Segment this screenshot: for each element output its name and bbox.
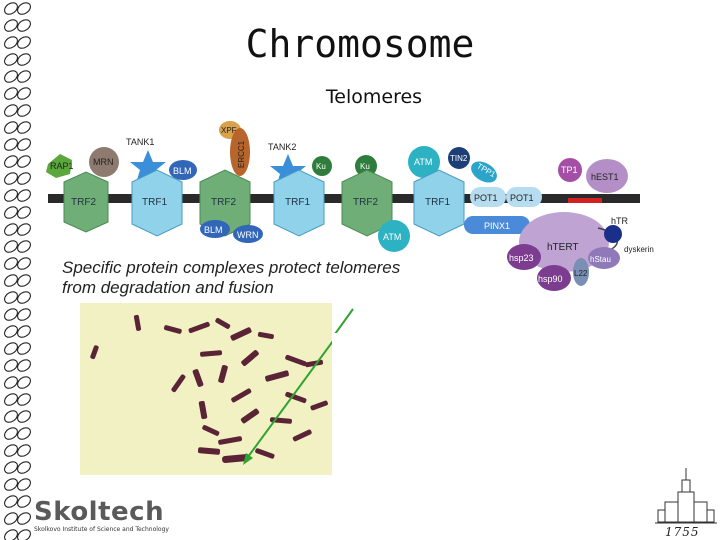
dyskerin-protein bbox=[604, 225, 622, 243]
rap1-protein bbox=[46, 154, 72, 178]
pointer-arrow-tail bbox=[334, 308, 354, 333]
trf2-2-label: TRF2 bbox=[211, 197, 236, 208]
blm-bottom-protein bbox=[200, 220, 230, 238]
l22-protein bbox=[573, 258, 589, 286]
blm-top-label: BLM bbox=[173, 166, 192, 176]
trf2-3-label: TRF2 bbox=[353, 197, 378, 208]
hsp23-label: hsp23 bbox=[509, 253, 534, 263]
trf2-1-hexagon bbox=[63, 171, 109, 233]
atm-bottom-protein bbox=[378, 220, 410, 252]
blm-top-protein bbox=[169, 160, 197, 180]
pointer-arrowhead bbox=[243, 453, 253, 465]
trf1-3-label: TRF1 bbox=[425, 197, 450, 208]
atm-bottom-label: ATM bbox=[383, 232, 401, 242]
trf2-1-label: TRF2 bbox=[71, 197, 96, 208]
ku1-label: Ku bbox=[316, 162, 326, 171]
tpp1-protein bbox=[471, 161, 497, 183]
decorative-border bbox=[0, 0, 34, 540]
hsp90-protein bbox=[537, 265, 571, 291]
pointer-arrow bbox=[244, 340, 332, 462]
caption-line-1: Specific protein complexes protect telom… bbox=[62, 258, 401, 277]
atm-top-protein bbox=[408, 146, 440, 178]
tank2-label: TANK2 bbox=[268, 142, 296, 152]
htert-protein bbox=[519, 212, 609, 272]
rap1-label: RAP1 bbox=[50, 161, 74, 171]
ku2-protein bbox=[355, 155, 377, 177]
hsp90-label: hsp90 bbox=[538, 274, 563, 284]
telomere-protein-diagram: RAP1 MRN TANK1 BLM XPF ERCC1 TANK2 Ku Ku… bbox=[46, 121, 654, 291]
wrn-label: WRN bbox=[237, 230, 259, 240]
logo-name: Skoltech bbox=[34, 497, 165, 527]
university-building-emblem bbox=[655, 468, 717, 524]
trf2-2-hexagon bbox=[199, 169, 251, 237]
chromosome-spread bbox=[90, 314, 332, 465]
pot1b-protein bbox=[506, 187, 542, 207]
chromosome-micrograph bbox=[80, 303, 332, 475]
atm-top-label: ATM bbox=[414, 157, 432, 167]
ercc1-protein bbox=[230, 128, 250, 176]
ku1-protein bbox=[312, 156, 332, 176]
tank1-label: TANK1 bbox=[126, 137, 154, 147]
blm-bottom-label: BLM bbox=[204, 225, 223, 235]
tp1-label: TP1 bbox=[561, 165, 578, 175]
l22-label: L22 bbox=[574, 269, 588, 278]
htert-label: hTERT bbox=[547, 242, 579, 253]
dna-overhang-marker bbox=[568, 198, 602, 203]
tin2-protein bbox=[448, 147, 470, 169]
trf1-1-label: TRF1 bbox=[142, 197, 167, 208]
hest1-label: hEST1 bbox=[591, 172, 619, 182]
diagram-caption: Specific protein complexes protect telom… bbox=[62, 258, 482, 298]
hstau-protein bbox=[588, 247, 620, 269]
pinx1-label: PINX1 bbox=[484, 221, 510, 231]
dyskerin-label: dyskerin bbox=[624, 245, 654, 254]
ku2-label: Ku bbox=[360, 162, 370, 171]
xpf-label: XPF bbox=[221, 126, 237, 135]
hsp23-protein bbox=[507, 244, 541, 270]
trf1-1-hexagon bbox=[131, 169, 183, 237]
ercc1-label: ERCC1 bbox=[237, 140, 246, 168]
mrn-protein bbox=[89, 147, 119, 177]
slide-title: Chromosome bbox=[245, 22, 475, 66]
emblem-year: 1755 bbox=[665, 525, 700, 539]
trf1-2-hexagon bbox=[273, 169, 325, 237]
hest1-protein bbox=[586, 159, 628, 193]
pot1b-label: POT1 bbox=[510, 193, 534, 203]
pinx1-protein bbox=[464, 216, 530, 234]
tin2-label: TIN2 bbox=[450, 154, 468, 163]
trf1-3-hexagon bbox=[413, 169, 465, 237]
wrn-protein bbox=[233, 225, 263, 243]
pot1a-label: POT1 bbox=[474, 193, 498, 203]
pot1a-protein bbox=[470, 187, 506, 207]
mrn-label: MRN bbox=[93, 157, 114, 167]
trf1-2-label: TRF1 bbox=[285, 197, 310, 208]
caption-line-2: from degradation and fusion bbox=[62, 278, 274, 297]
logo-tagline: Skolkovo Institute of Science and Techno… bbox=[34, 526, 169, 533]
slide-subtitle: Telomeres bbox=[325, 86, 423, 108]
skoltech-logo: Skoltech Skolkovo Institute of Science a… bbox=[34, 498, 169, 534]
hstau-label: hStau bbox=[590, 255, 611, 264]
tp1-protein bbox=[558, 158, 582, 182]
htr-label: hTR bbox=[611, 216, 629, 226]
